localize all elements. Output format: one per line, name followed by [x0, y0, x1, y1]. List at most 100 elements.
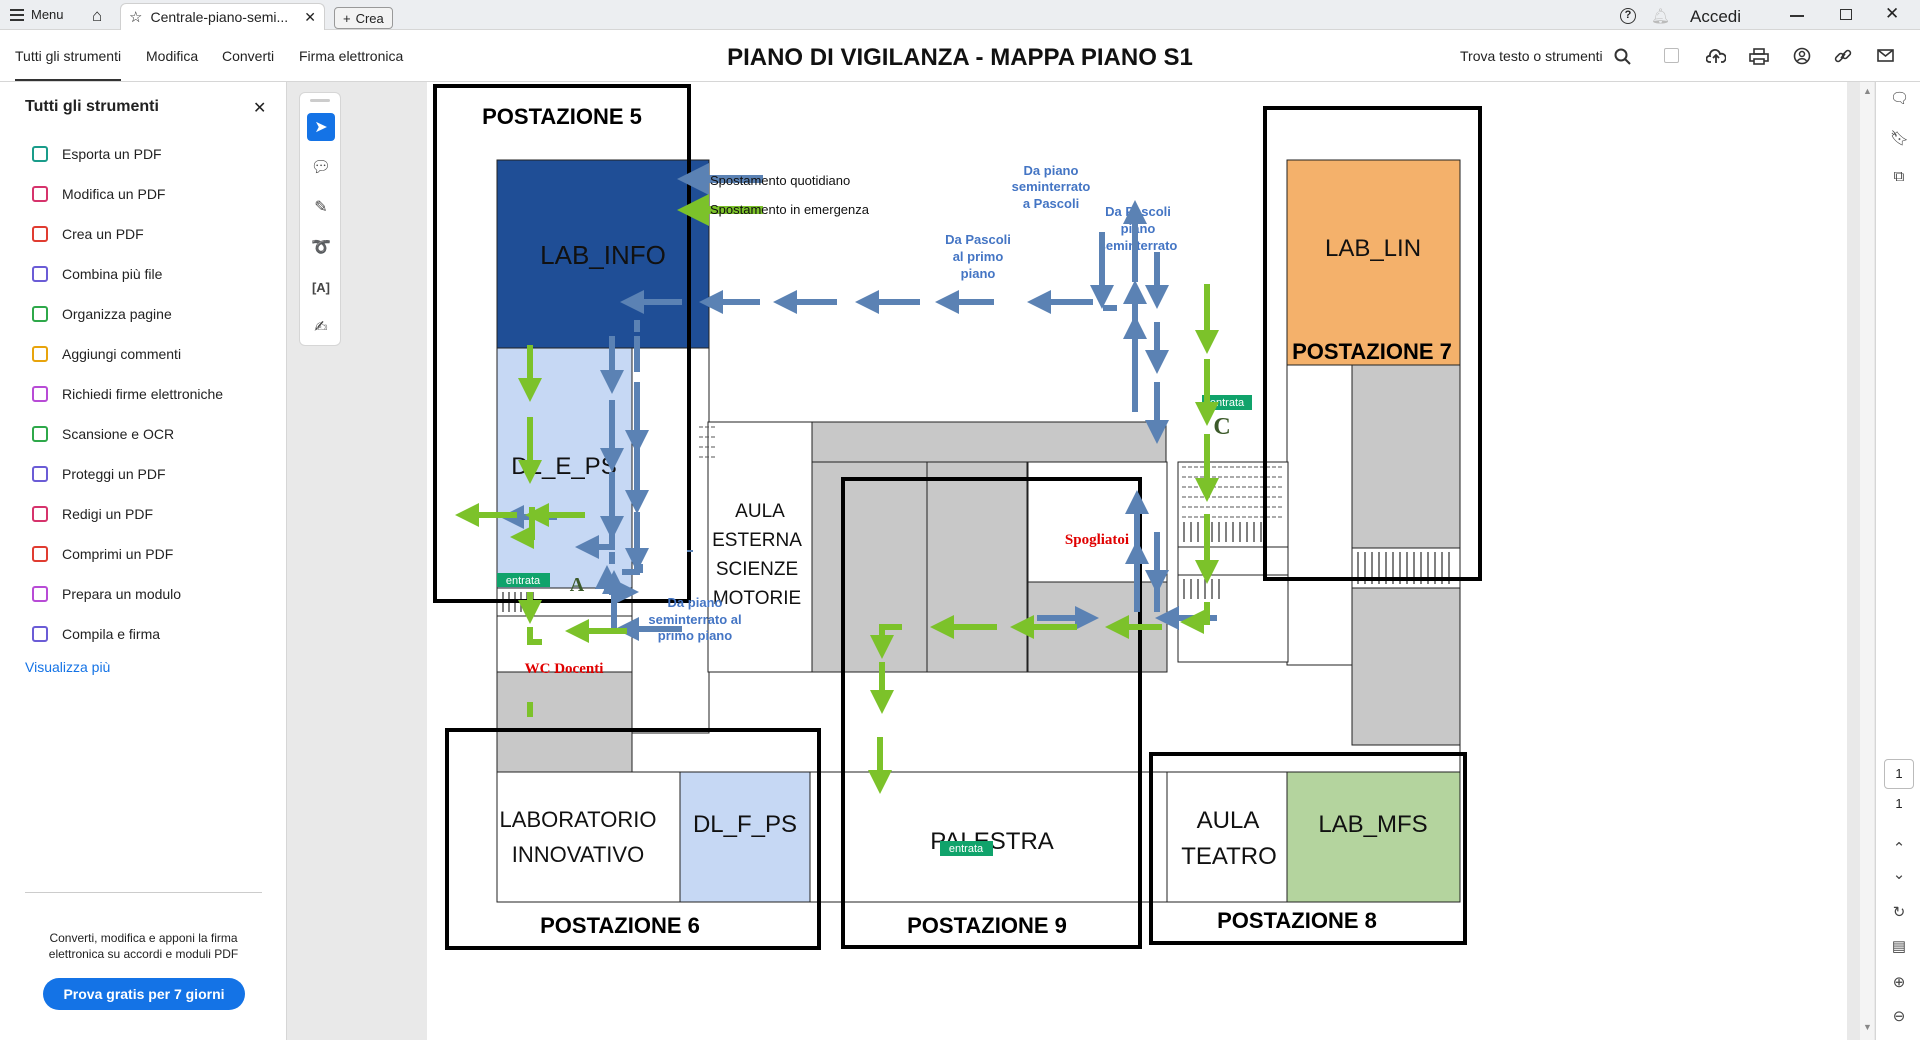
lasso-draw-icon[interactable]: ➰	[311, 239, 331, 256]
drag-handle[interactable]	[310, 99, 330, 102]
help-icon[interactable]: ?	[1620, 8, 1636, 24]
postazione-7-frame	[1263, 106, 1482, 581]
scroll-down-icon[interactable]: ▼	[1863, 1022, 1872, 1032]
save-icon[interactable]	[1664, 48, 1679, 63]
tab-label: Centrale-piano-semi...	[150, 9, 289, 25]
tool-label: Prepara un modulo	[62, 586, 182, 602]
tool-item[interactable]: Prepara un modulo	[32, 586, 181, 602]
share-user-icon[interactable]	[1793, 47, 1811, 65]
aula-esterna-line-4: MOTORIE	[713, 588, 801, 609]
tool-label: Redigi un PDF	[62, 506, 154, 522]
sign-icon[interactable]: ✍︎	[314, 319, 328, 336]
tool-icon	[32, 346, 48, 362]
spogliatoi-label: Spogliatoi	[1065, 532, 1129, 548]
green-arrow	[1180, 602, 1210, 634]
menu-modifica[interactable]: Modifica	[146, 48, 199, 64]
link-icon[interactable]	[1834, 47, 1852, 65]
notification-bell-icon[interactable]: 🔔︎	[1651, 8, 1671, 25]
star-icon[interactable]: ☆	[129, 9, 143, 26]
chevron-down-icon[interactable]: ⌄	[1892, 866, 1906, 883]
entrata-label-c: entrata	[1210, 397, 1245, 409]
entrata-label-a: entrata	[506, 575, 541, 587]
free-trial-button[interactable]: Prova gratis per 7 giorni	[43, 978, 245, 1010]
note-pascoli-sem-2: piano	[1121, 221, 1156, 236]
tool-item[interactable]: Scansione e OCR	[32, 426, 174, 442]
corridor-west	[631, 347, 710, 734]
note-pascoli-primo-3: piano	[961, 266, 996, 281]
bookmarks-icon[interactable]: 🔖︎	[1890, 130, 1910, 147]
entrata-badge-palestra	[940, 841, 993, 856]
tool-item[interactable]: Combina più file	[32, 266, 162, 282]
lab-mfs-room	[1286, 771, 1461, 903]
highlight-pen-icon[interactable]: ✎	[314, 199, 328, 216]
document-title: PIANO DI VIGILANZA - MAPPA PIANO S1	[727, 44, 1193, 71]
right-rail: 🗨︎ 🔖︎ ⧉ 1 1 ⌃ ⌄ ↻ ▤ ⊕ ⊖	[1875, 82, 1920, 1040]
menu-firma-elettronica[interactable]: Firma elettronica	[299, 48, 404, 64]
aula-teatro-room	[1166, 771, 1288, 903]
chevron-up-icon[interactable]: ⌃	[1892, 840, 1906, 857]
menu-converti[interactable]: Converti	[222, 48, 275, 64]
aula-esterna-line-3: SCIENZE	[716, 559, 798, 580]
search-tools-label[interactable]: Trova testo o strumenti	[1460, 48, 1603, 64]
print-icon[interactable]	[1749, 48, 1769, 65]
tool-icon	[32, 386, 48, 402]
text-select-icon[interactable]: [A]	[311, 279, 331, 295]
menu-tutti-gli-strumenti[interactable]: Tutti gli strumenti	[15, 48, 122, 81]
tool-item[interactable]: Proteggi un PDF	[32, 466, 166, 482]
restore-icon[interactable]	[1840, 9, 1852, 20]
home-icon[interactable]: ⌂	[92, 6, 103, 25]
cloud-upload-icon[interactable]	[1706, 47, 1726, 65]
tool-icon	[32, 506, 48, 522]
note-sem-primo-1: Da piano	[668, 595, 723, 610]
menu-button[interactable]: Menu	[10, 7, 64, 22]
lab-lin-room	[1286, 159, 1461, 366]
tool-label: Comprimi un PDF	[62, 546, 174, 562]
stair-ne-steps	[699, 426, 717, 458]
rotate-icon[interactable]: ↻	[1892, 904, 1906, 921]
tool-label: Aggiungi commenti	[62, 346, 182, 362]
close-tab-icon[interactable]: ✕	[304, 8, 316, 25]
aula-teatro-line-1: AULA	[1197, 807, 1260, 834]
tool-icon	[32, 266, 48, 282]
green-arrow	[527, 627, 542, 645]
current-page-field[interactable]: 1	[1884, 759, 1914, 789]
tool-icon	[32, 226, 48, 242]
search-icon[interactable]	[1614, 48, 1632, 66]
tool-item[interactable]: Richiedi firme elettroniche	[32, 386, 223, 402]
document-tab[interactable]: ☆ Centrale-piano-semi... ✕	[120, 3, 325, 30]
grey-block-west	[496, 671, 633, 773]
tool-item[interactable]: Aggiungi commenti	[32, 346, 181, 362]
sign-in-button[interactable]: Accedi	[1690, 7, 1742, 26]
tool-item[interactable]: Modifica un PDF	[32, 186, 165, 202]
add-comment-icon[interactable]: 💬︎	[310, 159, 332, 176]
postazione-8-frame	[1149, 752, 1467, 945]
legend-emergency-label: Spostamento in emergenza	[710, 202, 870, 217]
emergency-route-arrows	[455, 284, 1219, 794]
create-button[interactable]: + Crea	[334, 7, 393, 29]
tool-item[interactable]: Comprimi un PDF	[32, 546, 173, 562]
pages-icon[interactable]: ⧉	[1893, 168, 1905, 185]
vertical-scrollbar[interactable]: ▲ ▼	[1860, 82, 1874, 1040]
aula-esterna-line-1: AULA	[735, 501, 785, 522]
tool-item[interactable]: Crea un PDF	[32, 226, 144, 242]
marker-a: A	[570, 574, 585, 596]
tool-item[interactable]: Compila e firma	[32, 626, 160, 642]
tool-item[interactable]: Redigi un PDF	[32, 506, 153, 522]
note-sem-primo-2: seminterrato al	[648, 612, 741, 627]
tool-item[interactable]: Organizza pagine	[32, 306, 172, 322]
close-window-icon[interactable]: ✕	[1885, 4, 1900, 23]
select-tool-icon[interactable]: ➤	[307, 113, 335, 141]
tool-label: Crea un PDF	[62, 226, 144, 242]
tool-label: Combina più file	[62, 266, 163, 282]
page-settings-icon[interactable]: ▤	[1891, 938, 1907, 955]
close-panel-icon[interactable]: ✕	[253, 100, 267, 117]
tool-item[interactable]: Esporta un PDF	[32, 146, 162, 162]
comments-icon[interactable]: 🗨︎	[1890, 90, 1910, 107]
zoom-in-icon[interactable]: ⊕	[1892, 974, 1906, 991]
minimize-icon[interactable]	[1790, 15, 1804, 17]
zoom-out-icon[interactable]: ⊖	[1892, 1008, 1906, 1025]
lab-lin-label: LAB_LIN	[1325, 235, 1421, 262]
email-icon[interactable]	[1877, 48, 1896, 64]
view-more-link[interactable]: Visualizza più	[25, 659, 111, 675]
scroll-up-icon[interactable]: ▲	[1863, 86, 1872, 96]
